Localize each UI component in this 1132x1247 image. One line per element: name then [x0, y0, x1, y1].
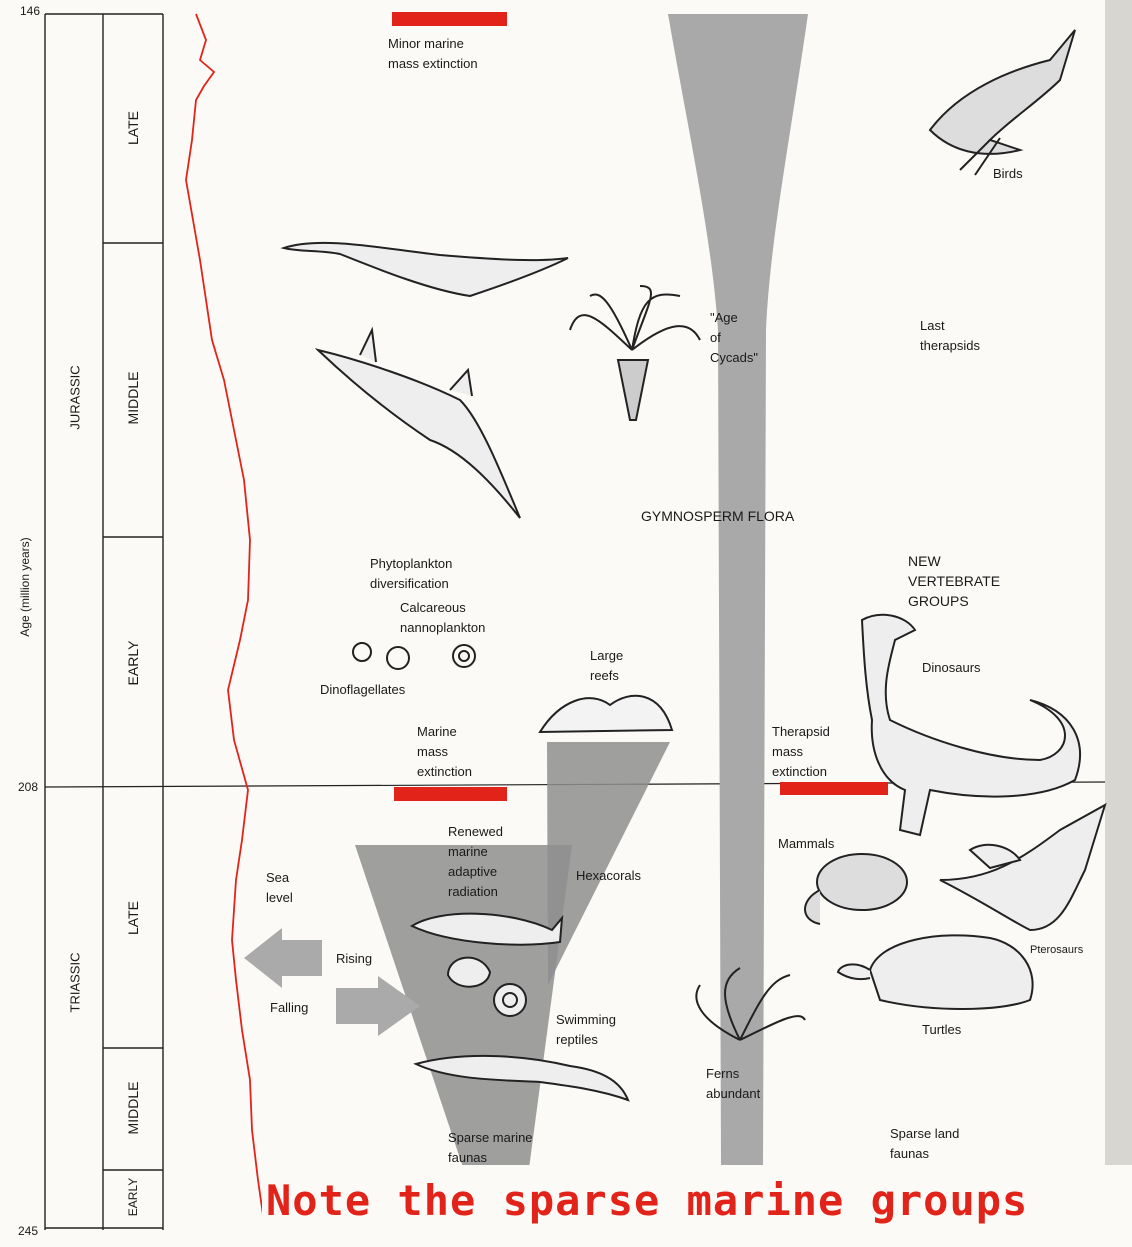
hexacorals-wedge [547, 742, 670, 985]
page-edge-shadow [1105, 0, 1132, 1236]
plesiosaur-icon [284, 243, 568, 296]
ichthyosaur-icon [318, 330, 520, 518]
epoch-triassic-late: LATE [125, 868, 141, 968]
rising-arrow [244, 928, 322, 988]
label-marine-mass-extinction: Marine mass extinction [417, 722, 472, 782]
sea-level-curve [186, 14, 266, 1236]
label-pterosaurs: Pterosaurs [1030, 940, 1083, 960]
label-sparse-land: Sparse land faunas [890, 1124, 959, 1164]
reef-icon [540, 696, 672, 732]
label-therapsid-mass-extinction: Therapsid mass extinction [772, 722, 830, 782]
time-column [45, 14, 163, 1230]
minor-extinction-bar [392, 12, 507, 26]
mammal-icon [805, 854, 907, 924]
axis-title: Age (million years) [18, 512, 32, 662]
label-birds: Birds [993, 164, 1023, 184]
plankton-icon [353, 643, 475, 669]
therapsid-extinction-bar [780, 782, 888, 795]
tick-146: 146 [20, 4, 40, 18]
label-new-vertebrate-groups: NEW VERTEBRATE GROUPS [908, 551, 1000, 611]
bird-icon [930, 30, 1075, 175]
label-turtles: Turtles [922, 1020, 961, 1040]
label-hexacorals: Hexacorals [576, 866, 641, 886]
label-ferns-abundant: Ferns abundant [706, 1064, 760, 1104]
label-phytoplankton: Phytoplankton diversification [370, 554, 452, 594]
label-last-therapsids: Last therapsids [920, 316, 980, 356]
label-large-reefs: Large reefs [590, 646, 623, 686]
cycad-icon [570, 286, 700, 420]
label-rising: Rising [336, 949, 372, 969]
marine-extinction-bar [394, 787, 507, 801]
gymnosperm-flora-band [668, 14, 808, 1165]
tick-208: 208 [18, 780, 38, 794]
turtle-icon [838, 935, 1033, 1009]
epoch-triassic-early: EARLY [126, 1147, 140, 1247]
label-dinosaurs: Dinosaurs [922, 658, 981, 678]
label-calcareous: Calcareous nannoplankton [400, 598, 485, 638]
label-falling: Falling [270, 998, 308, 1018]
period-triassic: TRIASSIC [68, 933, 83, 1033]
label-dinoflagellates: Dinoflagellates [320, 680, 405, 700]
pterosaur-icon [940, 805, 1105, 930]
period-jurassic: JURASSIC [68, 348, 83, 448]
label-renewed-marine: Renewed marine adaptive radiation [448, 822, 503, 902]
label-mammals: Mammals [778, 834, 834, 854]
label-age-of-cycads: "Age of Cycads" [710, 308, 758, 368]
epoch-jurassic-late: LATE [125, 78, 141, 178]
label-swimming-reptiles: Swimming reptiles [556, 1010, 616, 1050]
label-sparse-marine: Sparse marine faunas [448, 1128, 533, 1168]
dinosaur-icon [862, 615, 1080, 835]
note-text: Note the sparse marine groups [266, 1176, 1028, 1225]
label-minor-extinction: Minor marine mass extinction [388, 34, 478, 74]
label-gymnosperm-flora: GYMNOSPERM FLORA [641, 506, 794, 526]
label-sea-level: Sea level [266, 868, 293, 908]
epoch-jurassic-middle: MIDDLE [125, 348, 141, 448]
epoch-jurassic-early: EARLY [125, 613, 141, 713]
epoch-triassic-middle: MIDDLE [125, 1058, 141, 1158]
